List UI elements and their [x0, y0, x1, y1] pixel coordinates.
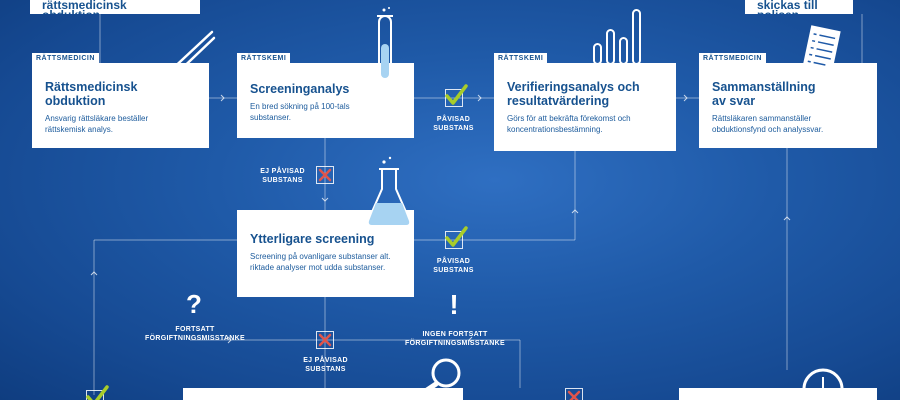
clock-icon	[802, 368, 844, 400]
card-tag: RÄTTSMEDICIN	[32, 53, 99, 64]
banner-top-right: skickas till polisen	[745, 0, 853, 14]
card-verifieringsanalys: RÄTTSKEMI Verifieringsanalys och resulta…	[494, 53, 676, 151]
exclamation-mark-icon: !	[449, 289, 459, 320]
check-icon	[445, 84, 468, 107]
cross-icon	[565, 388, 583, 400]
card-bottom-left	[183, 388, 463, 400]
card-title: Screeninganalys	[250, 82, 350, 96]
pavisad-substans-label-1: PÅVISAD SUBSTANS	[433, 116, 474, 132]
banner-top-right-text: skickas till polisen	[757, 0, 818, 14]
ej-pavisad-substans-label-1: EJ PÅVISAD SUBSTANS	[260, 168, 305, 184]
check-icon	[445, 226, 468, 249]
card-title: Rättsmedicinsk obduktion	[45, 80, 138, 108]
card-tag: RÄTTSKEMI	[494, 53, 548, 64]
card-title: Ytterligare screening	[250, 232, 375, 246]
card-title: Verifieringsanalys och resultatvärdering	[507, 80, 640, 108]
ingen-fortsatt-label: INGEN FORTSATT FÖRGIFTNINGSMISSTANKE	[405, 331, 505, 347]
card-description: Screening på ovanligare substanser alt. …	[250, 252, 391, 272]
ej-pavisad-substans-label-2: EJ PÅVISAD SUBSTANS	[303, 357, 348, 373]
card-sammanstallning: RÄTTSMEDICIN Sammanställning av svar Rät…	[699, 53, 877, 148]
magnifier-icon	[409, 358, 461, 400]
card-description: Görs för att bekräfta förekomst och konc…	[507, 114, 631, 134]
card-bottom-right	[679, 388, 877, 400]
card-title: Sammanställning av svar	[712, 80, 816, 108]
document-icon	[802, 25, 841, 75]
test-tube-icon	[377, 7, 393, 81]
card-description: Ansvarig rättsläkare beställer rättskemi…	[45, 114, 149, 134]
fortsatt-label: FORTSATT FÖRGIFTNINGSMISSTANKE	[145, 326, 245, 342]
cross-icon	[316, 331, 334, 349]
question-mark-icon: ?	[186, 289, 202, 319]
cross-icon	[316, 166, 334, 184]
flask-icon	[366, 156, 412, 228]
check-icon	[86, 385, 109, 400]
scissors-forceps-icon	[154, 30, 216, 93]
card-rattsmedicinsk-obduktion: RÄTTSMEDICIN Rättsmedicinsk obduktion An…	[32, 53, 209, 148]
banner-top-left: rättsmedicinsk obduktion	[30, 0, 200, 14]
card-description: En bred sökning på 100-tals substanser.	[250, 102, 350, 122]
pavisad-substans-label-2: PÅVISAD SUBSTANS	[433, 258, 474, 274]
card-tag: RÄTTSKEMI	[237, 53, 291, 64]
banner-top-left-text: rättsmedicinsk obduktion	[42, 0, 127, 14]
bar-tubes-icon	[593, 9, 641, 65]
card-description: Rättsläkaren sammanställer obduktionsfyn…	[712, 114, 824, 134]
card-tag: RÄTTSMEDICIN	[699, 53, 766, 64]
